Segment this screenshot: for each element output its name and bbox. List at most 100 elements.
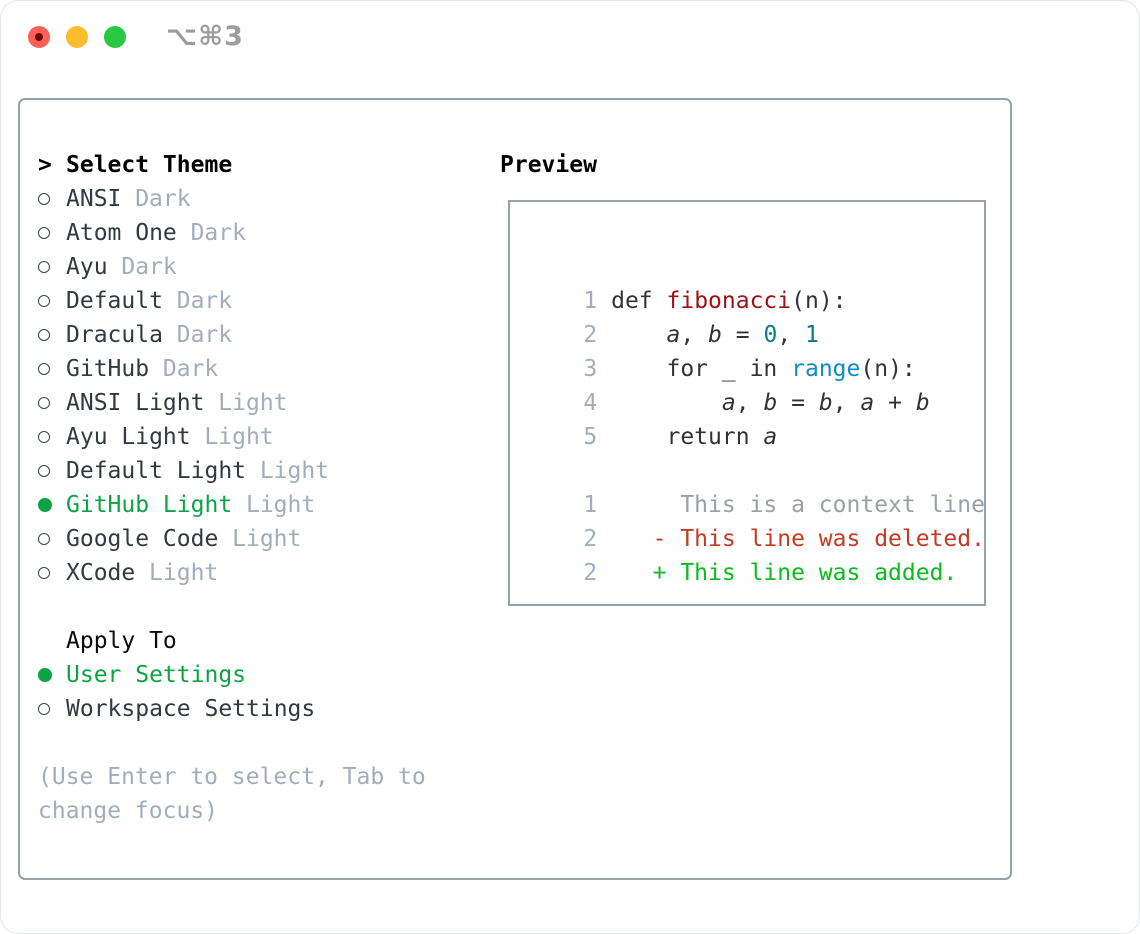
code-token: , [735,390,764,416]
radio-icon [38,465,50,477]
theme-variant: Light [149,560,219,586]
code-token: , [777,322,806,348]
theme-option[interactable]: GitHub Light Light [38,488,426,522]
theme-option[interactable]: ANSI Light Light [38,386,426,420]
line-content: a, b = 0, 1 [597,322,819,348]
code-token: = [777,390,819,416]
hint-line-1: (Use Enter to select, Tab to [38,764,426,790]
theme-option[interactable]: Default Dark [38,284,426,318]
code-token: return [597,424,764,450]
code-token: fibonacci [666,288,792,314]
theme-name: Default Light [66,458,247,484]
theme-option[interactable]: Default Light Light [38,454,426,488]
code-token [597,390,722,416]
apply-to-option[interactable]: User Settings [38,658,426,692]
line-content: a, b = b, a + b [597,390,930,416]
theme-name: ANSI [66,186,122,212]
theme-name: GitHub Light [66,492,233,518]
apply-to-title: Apply To [66,628,177,654]
apply-to-option[interactable]: Workspace Settings [38,692,426,726]
code-line: 1 This is a context line. [528,454,984,518]
line-content: return a [597,424,777,450]
theme-option[interactable]: Ayu Dark [38,250,426,284]
theme-option[interactable]: GitHub Dark [38,352,426,386]
theme-option[interactable]: XCode Light [38,556,426,590]
hint-line-2: change focus) [38,798,219,824]
preview-title: Preview [500,152,597,178]
hint-text: (Use Enter to select, Tab to change focu… [38,760,426,828]
theme-name: Atom One [66,220,177,246]
line-number: 2 [583,560,598,586]
line-content: + This line was added. [597,560,958,586]
prompt-arrow-icon: > [38,152,52,178]
radio-icon [38,295,50,307]
line-number: 1 [583,492,598,518]
code-line: 1 def fibonacci(n): [528,250,984,314]
code-token: a [763,424,778,450]
apply-to-label: User Settings [66,662,247,688]
theme-variant: Light [259,458,330,484]
theme-variant: Light [218,390,288,416]
code-token: a [666,322,681,348]
select-theme-title: Select Theme [66,152,233,178]
radio-icon [38,397,50,409]
code-token: b [818,390,833,416]
code-token [597,322,666,348]
theme-name: Dracula [66,322,163,348]
theme-name: XCode [66,560,136,586]
radio-icon [38,567,50,579]
radio-icon [38,431,50,443]
code-token: a [721,390,736,416]
radio-icon [38,261,50,273]
code-token: (n): [791,288,847,314]
theme-variant: Dark [190,220,246,246]
line-content: - This line was deleted. [597,526,985,552]
spacer [38,590,426,624]
line-content: for _ in range(n): [597,356,916,382]
theme-variant: Dark [162,356,219,382]
theme-selector-column: > Select Theme ANSI Dark Atom One Dark A… [38,148,426,828]
theme-name: Default [66,288,163,314]
code-token: range [791,356,861,382]
zoom-button[interactable] [104,26,126,48]
code-area: 1 def fibonacci(n): 2 a, b = 0, 1 3 for … [510,202,985,586]
code-token: - This line was deleted. [597,526,985,552]
line-number: 4 [583,390,598,416]
theme-option[interactable]: Atom One Dark [38,216,426,250]
apply-to-header-row: Apply To [38,624,426,658]
code-token: This is a context line. [597,492,986,518]
theme-variant: Light [232,526,302,552]
theme-option[interactable]: ANSI Dark [38,182,426,216]
theme-list: ANSI Dark Atom One Dark Ayu Dark Default… [38,182,426,590]
theme-option[interactable]: Ayu Light Light [38,420,426,454]
theme-variant: Light [204,424,274,450]
window-shortcut-label: ⌥⌘3 [166,21,244,52]
radio-icon [38,703,50,715]
theme-variant: Dark [135,186,191,212]
theme-name: Google Code [66,526,219,552]
code-token: def [597,288,667,314]
minimize-button[interactable] [66,26,88,48]
line-number: 5 [583,424,598,450]
line-content: def fibonacci(n): [597,288,846,314]
line-number: 2 [583,322,598,348]
code-token: 0 [763,322,778,348]
close-button[interactable] [28,26,50,48]
code-token: b [708,322,722,348]
theme-name: Ayu Light [66,424,191,450]
line-number: 3 [583,356,598,382]
theme-option[interactable]: Google Code Light [38,522,426,556]
theme-variant: Dark [121,254,177,280]
unsaved-indicator-dot [35,33,43,41]
apply-to-label: Workspace Settings [66,696,316,722]
theme-option[interactable]: Dracula Dark [38,318,426,352]
theme-variant: Dark [176,322,233,348]
code-token: (n): [860,356,916,382]
radio-icon [38,363,50,375]
theme-name: ANSI Light [66,390,205,416]
radio-icon [38,329,50,341]
code-token: , [680,322,709,348]
code-token: + [874,390,916,416]
code-line: 2 + This line was added. [528,522,984,586]
theme-variant: Light [245,492,316,518]
